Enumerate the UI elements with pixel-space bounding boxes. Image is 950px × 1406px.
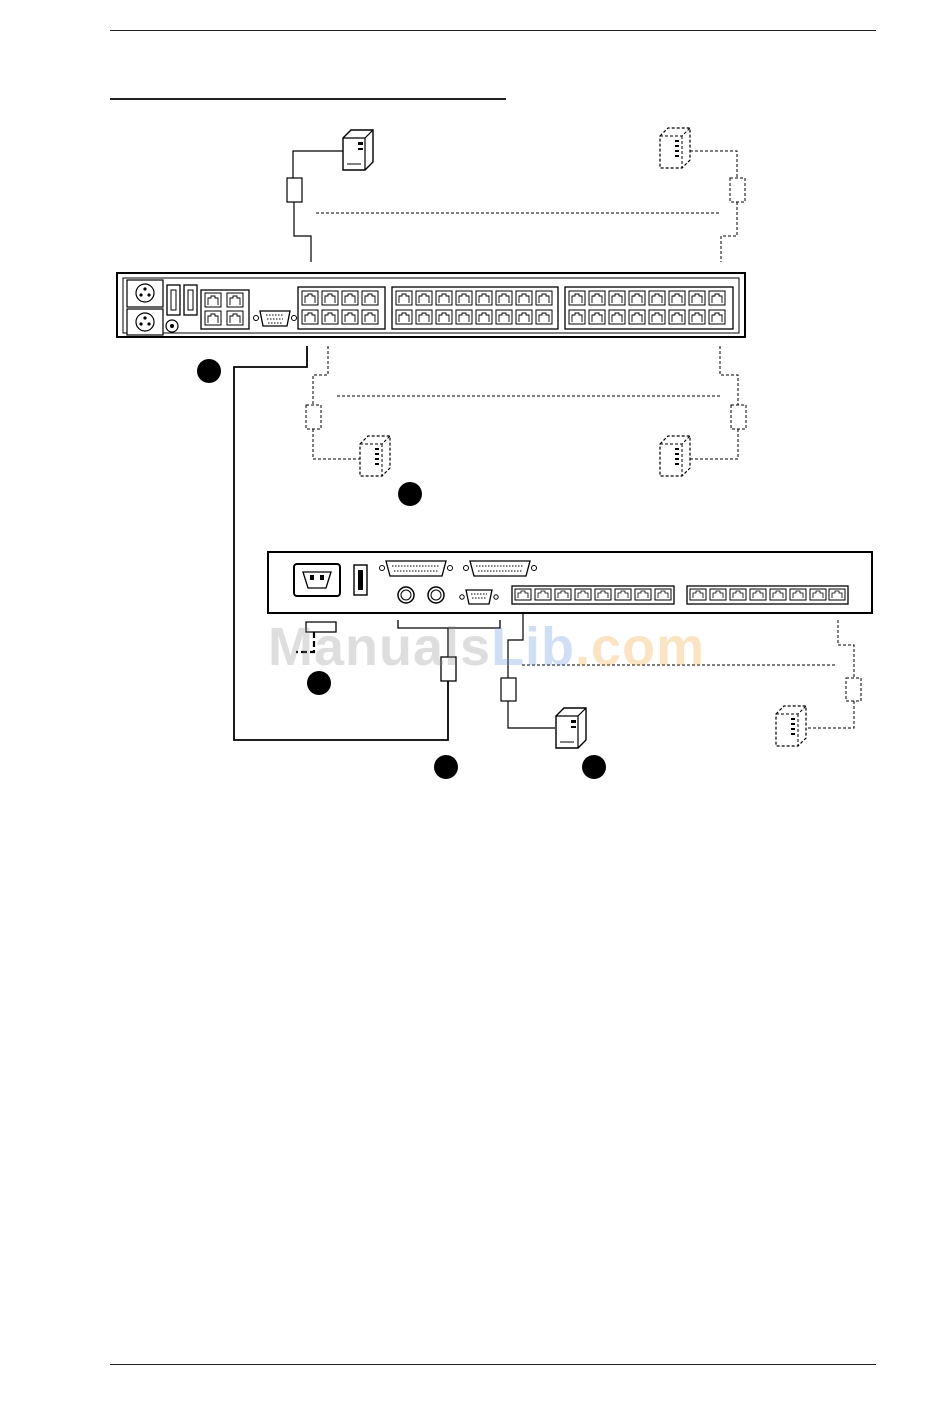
bottom-switch-unit [268, 552, 872, 613]
callout-marker-icon [434, 755, 458, 779]
server-icon [776, 706, 806, 746]
db-connector-icon [464, 561, 537, 576]
connection-diagram [0, 0, 950, 800]
server-cable-solid [287, 151, 343, 262]
server-icon [343, 130, 373, 170]
server-icon [660, 128, 690, 168]
callout-marker-icon [582, 755, 606, 779]
watermark-part-3: .com [575, 617, 705, 677]
watermark: ManualsLib.com [268, 616, 705, 678]
server-icon [360, 436, 390, 476]
power-socket-icon [127, 309, 163, 335]
watermark-part-1: Manuals [268, 617, 491, 677]
callout-marker-icon [197, 359, 221, 383]
footer-rule [110, 1364, 876, 1365]
power-switch-icon [354, 565, 367, 595]
callout-marker-icon [398, 482, 422, 506]
cascade-cable [234, 346, 448, 740]
db-connector-icon [380, 561, 453, 576]
power-socket-icon [294, 564, 340, 596]
server-icon [556, 708, 586, 748]
watermark-part-2: Lib [491, 617, 575, 677]
power-socket-icon [127, 280, 163, 307]
ps2-port-icon [166, 320, 178, 332]
top-switch-unit [117, 273, 745, 337]
server-icon [660, 436, 690, 476]
